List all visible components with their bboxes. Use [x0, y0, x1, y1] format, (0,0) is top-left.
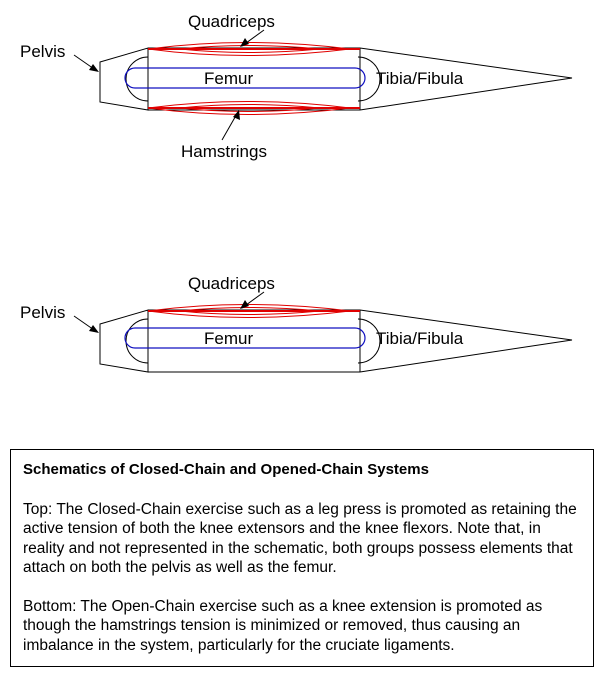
femur-label: Femur [204, 329, 253, 348]
quadriceps-muscle [147, 42, 360, 56]
tibia-fibula-label: Tibia/Fibula [376, 69, 464, 88]
closed-chain-diagram: Pelvis Quadriceps Femur Tibia/Fibula Ham… [20, 12, 573, 161]
quadriceps-arrow [240, 29, 265, 47]
quadriceps-label: Quadriceps [188, 274, 275, 293]
tibia-fibula-shape [359, 47, 573, 111]
femur-shape [124, 327, 366, 349]
caption-top-paragraph: Top: The Closed-Chain exercise such as a… [23, 500, 577, 577]
open-chain-diagram: Pelvis Quadriceps Femur Tibia/Fibula [20, 274, 573, 373]
pelvis-label: Pelvis [20, 42, 65, 61]
knee-socket [357, 56, 381, 102]
pelvis-arrow [73, 54, 99, 72]
hip-socket [125, 56, 149, 102]
hip-socket [125, 318, 149, 364]
hamstrings-arrow [221, 110, 240, 141]
hamstrings-label: Hamstrings [181, 142, 267, 161]
pelvis-shape [99, 47, 149, 111]
caption-box: Schematics of Closed-Chain and Opened-Ch… [10, 449, 594, 667]
pelvis-label: Pelvis [20, 303, 65, 322]
tibia-fibula-shape [359, 309, 573, 373]
femur-label: Femur [204, 69, 253, 88]
caption-title: Schematics of Closed-Chain and Opened-Ch… [23, 461, 429, 478]
quadriceps-arrow [240, 291, 265, 309]
hamstrings-muscle [147, 101, 360, 115]
tibia-fibula-label: Tibia/Fibula [376, 329, 464, 348]
knee-socket [357, 318, 381, 364]
pelvis-shape [99, 309, 149, 373]
femur-shape [124, 67, 366, 89]
caption-bottom-paragraph: Bottom: The Open-Chain exercise such as … [23, 597, 543, 654]
quadriceps-muscle [147, 304, 360, 318]
pelvis-arrow [73, 315, 99, 333]
quadriceps-label: Quadriceps [188, 12, 275, 31]
